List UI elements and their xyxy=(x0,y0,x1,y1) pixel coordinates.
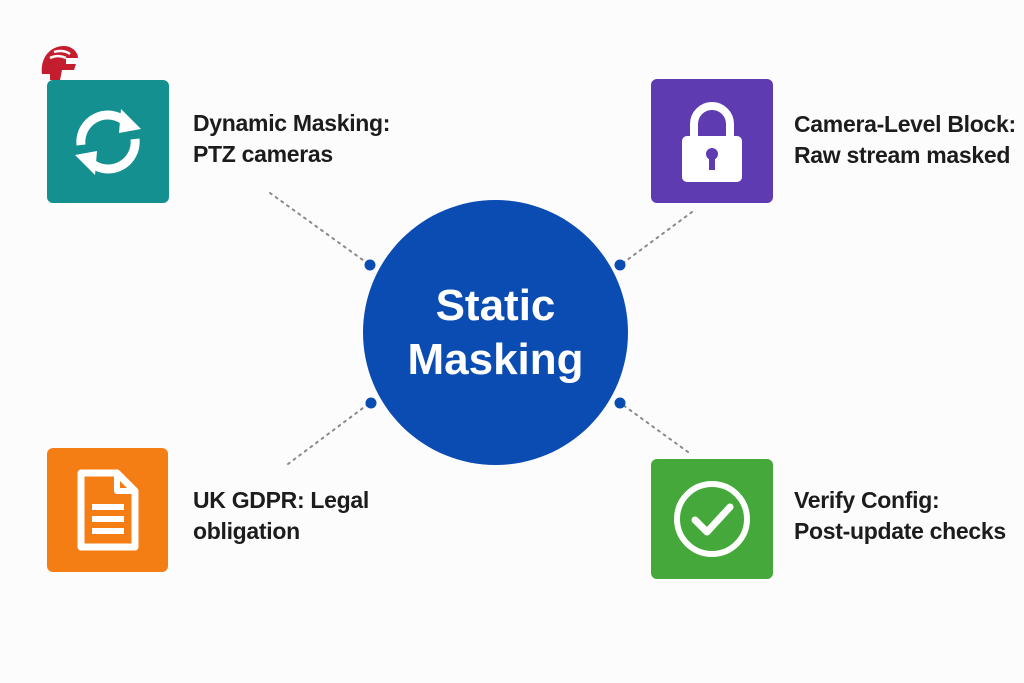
lock-icon xyxy=(682,102,742,182)
hub-title-line1: Static xyxy=(435,280,556,330)
verify-config-title: Verify Config: xyxy=(794,487,940,513)
helmet-logo-icon xyxy=(41,46,78,80)
hub-title-line2: Masking xyxy=(407,334,584,384)
uk-gdpr-detail: obligation xyxy=(193,518,300,544)
connector-dot-top-left xyxy=(364,259,376,271)
connector-bottom-right xyxy=(622,404,689,453)
connector-bottom-left xyxy=(287,404,368,465)
uk-gdpr-title: UK GDPR: Legal xyxy=(193,487,369,513)
dynamic-masking-tile xyxy=(47,80,169,203)
camera-level-block-tile xyxy=(651,79,773,203)
camera-level-block-title: Camera-Level Block: xyxy=(794,111,1016,137)
verify-config-label: Verify Config: Post-update checks xyxy=(794,485,1006,547)
check-circle-icon xyxy=(674,481,750,557)
uk-gdpr-label: UK GDPR: Legal obligation xyxy=(193,485,369,547)
dynamic-masking-title: Dynamic Masking: xyxy=(193,110,391,136)
connector-top-right xyxy=(622,211,693,264)
uk-gdpr-tile xyxy=(47,448,168,572)
verify-config-tile xyxy=(651,459,773,579)
connector-dot-bottom-left xyxy=(365,397,377,409)
verify-config-detail: Post-update checks xyxy=(794,518,1006,544)
dynamic-masking-detail: PTZ cameras xyxy=(193,141,333,167)
document-icon xyxy=(77,469,138,551)
connector-top-left xyxy=(269,192,368,264)
camera-level-block-detail: Raw stream masked xyxy=(794,142,1011,168)
dynamic-masking-label: Dynamic Masking: PTZ cameras xyxy=(193,108,390,170)
refresh-icon xyxy=(75,108,141,175)
center-hub: Static Masking xyxy=(363,200,628,465)
connector-dot-top-right xyxy=(614,259,626,271)
connector-dot-bottom-right xyxy=(614,397,626,409)
camera-level-block-label: Camera-Level Block: Raw stream masked xyxy=(794,109,1016,171)
